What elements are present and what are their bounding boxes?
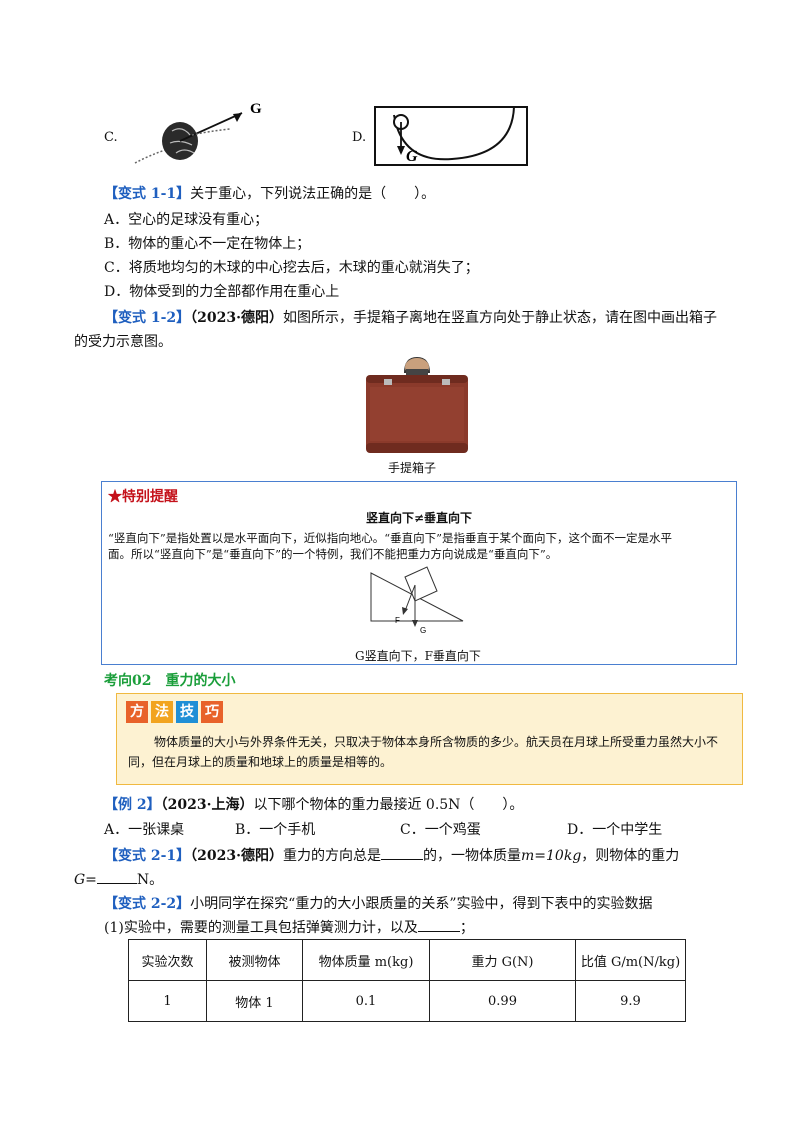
table-header: 重力 G(N) <box>429 939 576 981</box>
special-tip-box <box>101 481 737 665</box>
table-header: 实验次数 <box>128 939 207 981</box>
tip-caption: G竖直向下，F垂直向下 <box>355 649 481 663</box>
table-cell: 1 <box>128 980 207 1022</box>
example-2-stem: 【例 2】（2023·上海）以下哪个物体的重力最接近 0.5N（ ）。 <box>104 797 524 813</box>
table-cell: 0.1 <box>302 980 430 1022</box>
suitcase-image <box>366 356 468 453</box>
fig-f-label: F <box>395 616 400 625</box>
example-2-option-d: D．一个中学生 <box>567 822 663 838</box>
tip-title: ★特别提醒 <box>108 489 178 505</box>
answer-blank[interactable] <box>96 883 137 884</box>
example-2-option-c: C．一个鸡蛋 <box>400 822 481 838</box>
method-line2: 同，但在月球上的质量和地球上的质量是相等的。 <box>128 755 393 769</box>
tip-para-line1: “竖直向下”是指处置以是水平面向下，近似指向地心。“垂直向下”是指垂直于某个面向… <box>108 531 673 545</box>
variant-2-1-stem: 【变式 2-1】（2023·德阳）重力的方向总是的，一物体质量m=10kg，则物… <box>104 848 680 864</box>
data-table: 实验次数 被测物体 物体质量 m(kg) 重力 G(N) 比值 G/m(N/kg… <box>128 939 686 1022</box>
section-title: 考向02 重力的大小 <box>104 673 236 689</box>
method-badges: 方法技巧 <box>126 701 226 723</box>
table-header-row: 实验次数 被测物体 物体质量 m(kg) 重力 G(N) 比值 G/m(N/kg… <box>128 939 686 981</box>
option-c-label: C. <box>104 130 118 145</box>
tip-heading: 竖直向下≠垂直向下 <box>366 511 473 525</box>
answer-blank[interactable] <box>381 859 424 860</box>
option-d-label: D. <box>352 130 367 145</box>
variant-2-2-stem: 【变式 2-2】小明同学在探究“重力的大小跟质量的关系”实验中，得到下表中的实验… <box>104 896 653 912</box>
tip-para-line2: 面。所以“竖直向下”是“垂直向下”的一个特例，我们不能把重力方向说成是“垂直向下… <box>108 547 558 561</box>
option-d-figure: G <box>374 106 528 166</box>
variant-1-2-stem: 【变式 1-2】（2023·德阳）如图所示，手提箱子离地在竖直方向处于静止状态，… <box>104 310 718 326</box>
table-cell: 0.99 <box>429 980 576 1022</box>
incline-figure: F G <box>370 566 464 635</box>
option-b: B．物体的重心不一定在物体上； <box>104 236 311 252</box>
option-d: D．物体受到的力全部都作用在重心上 <box>104 284 340 300</box>
suitcase-caption: 手提箱子 <box>388 461 437 475</box>
table-header: 物体质量 m(kg) <box>302 939 430 981</box>
variant-2-1-line2: G=N。 <box>74 872 164 888</box>
table-header: 被测物体 <box>206 939 303 981</box>
example-2-option-b: B．一个手机 <box>235 822 316 838</box>
badge-fa: 法 <box>151 701 173 723</box>
badge-qiao: 巧 <box>201 701 223 723</box>
variant-2-2-sub1: (1)实验中，需要的测量工具包括弹簧测力计，以及； <box>104 920 474 936</box>
table-cell: 物体 1 <box>206 980 303 1022</box>
badge-ji: 技 <box>176 701 198 723</box>
fig-g-label: G <box>420 626 426 635</box>
d-g-label: G <box>406 148 418 165</box>
table-row: 1 物体 1 0.1 0.99 9.9 <box>128 980 686 1022</box>
table-header: 比值 G/m(N/kg) <box>575 939 686 981</box>
variant-1-2-stem-line2: 的受力示意图。 <box>74 334 172 350</box>
option-c: C．将质地均匀的木球的中心挖去后，木球的重心就消失了； <box>104 260 479 276</box>
answer-blank[interactable] <box>417 931 460 932</box>
table-cell: 9.9 <box>575 980 686 1022</box>
method-line1: 物体质量的大小与外界条件无关，只取决于物体本身所含物质的多少。航天员在月球上所受… <box>154 735 719 749</box>
c-g-label: G <box>250 101 262 117</box>
example-2-option-a: A．一张课桌 <box>104 822 185 838</box>
variant-1-1-stem: 【变式 1-1】关于重心，下列说法正确的是（ ）。 <box>104 186 436 202</box>
variant-tag: 【变式 1-1】 <box>104 186 191 202</box>
option-c-figure: G <box>134 101 262 164</box>
option-a: A．空心的足球没有重心； <box>104 212 269 228</box>
badge-fang: 方 <box>126 701 148 723</box>
